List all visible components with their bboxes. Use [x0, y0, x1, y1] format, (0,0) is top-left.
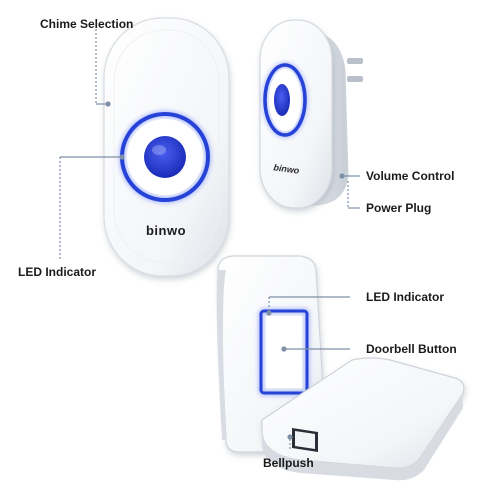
chime-button-icon: [144, 136, 186, 178]
bellpush-unit: [261, 357, 465, 481]
power-plug-icon: [347, 58, 363, 82]
label-bellpush: Bellpush: [263, 456, 314, 470]
label-led-indicator-receiver: LED Indicator: [18, 265, 97, 279]
label-power-plug: Power Plug: [366, 201, 432, 215]
label-doorbell-button: Doorbell Button: [366, 342, 457, 356]
chime-button-icon: [274, 84, 290, 116]
label-led-indicator-button: LED Indicator: [366, 290, 445, 304]
brand-logo: binwo: [273, 162, 301, 176]
receiver-front: [103, 17, 230, 277]
label-chime-selection: Chime Selection: [40, 17, 134, 31]
callout-lines: [59, 25, 360, 450]
led-square-icon: [258, 308, 310, 396]
receiver-side: binwo: [259, 19, 363, 209]
label-volume-control: Volume Control: [366, 169, 455, 183]
bellpush-button-icon: [292, 428, 318, 452]
brand-logo: binwo: [146, 223, 186, 238]
